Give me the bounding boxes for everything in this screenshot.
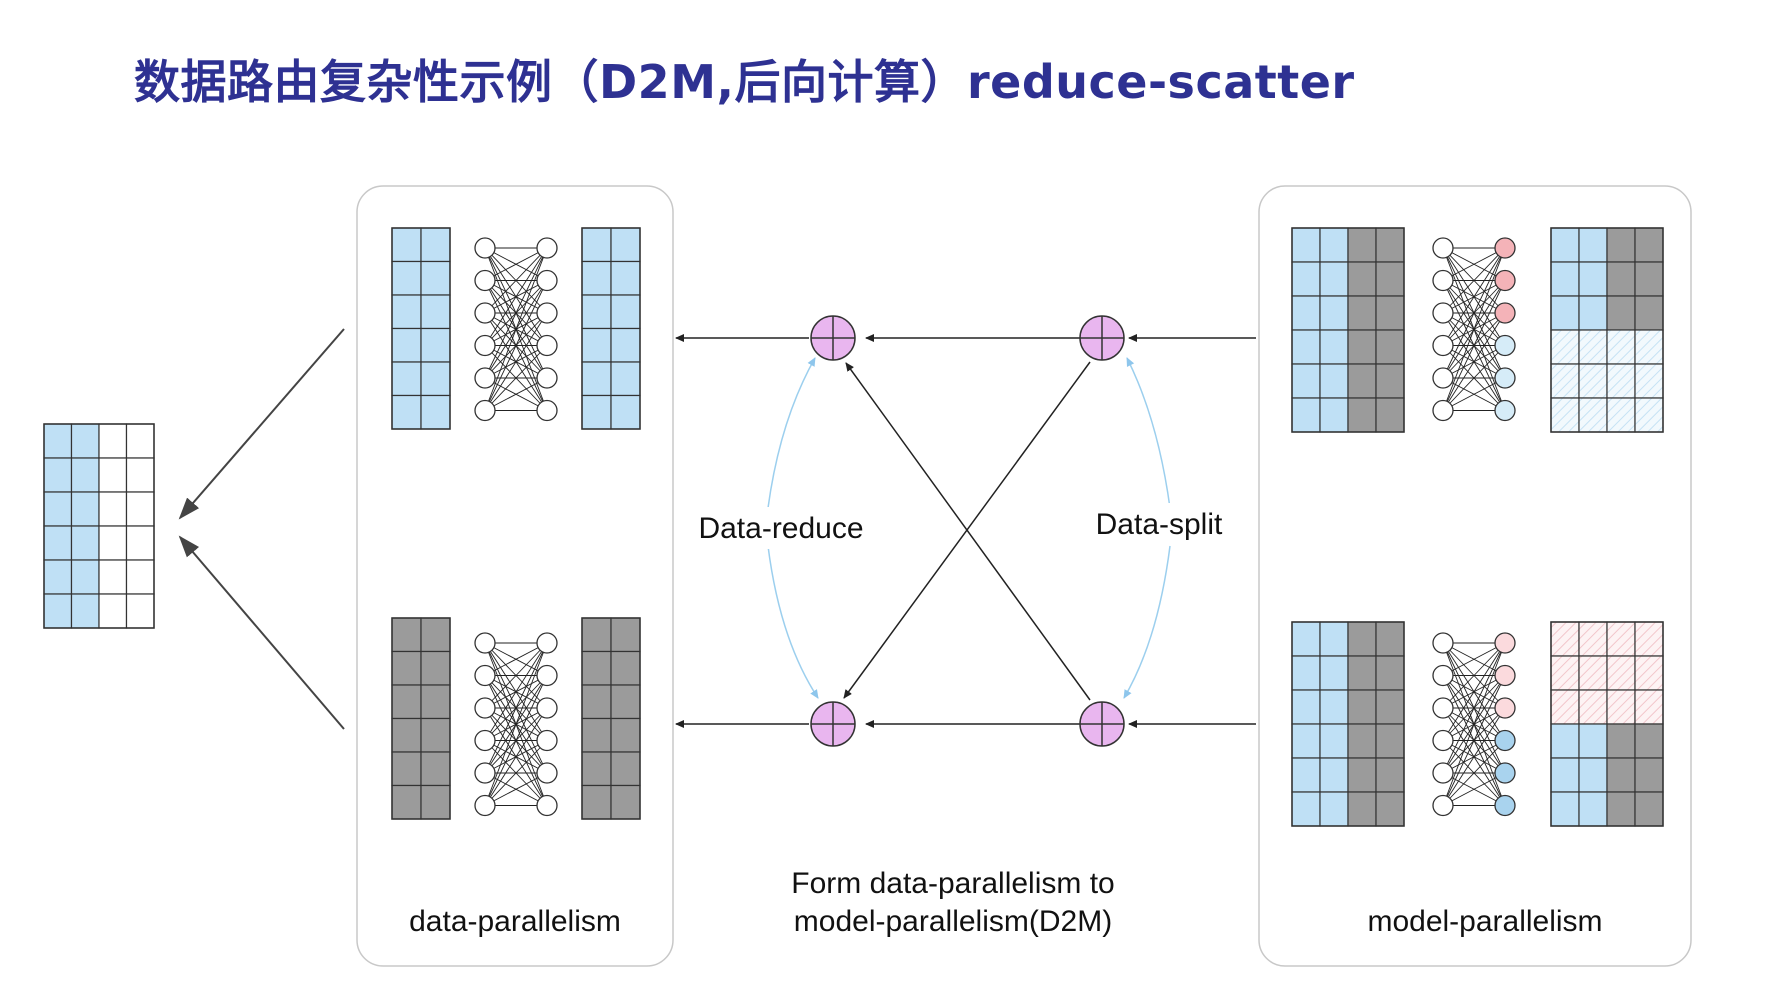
neuron-node <box>536 697 558 719</box>
data-reduce-curve-lower <box>767 545 819 699</box>
cross-arrow-to-bottom-adder <box>843 361 1091 699</box>
neuron-node <box>1432 334 1454 357</box>
neuron-node <box>474 632 496 654</box>
neuron-node <box>474 399 496 422</box>
neuron-node <box>1432 269 1454 292</box>
neuron-node <box>1432 632 1454 654</box>
neuron-node <box>536 632 558 654</box>
neuron-node <box>536 367 558 389</box>
neuron-node <box>1494 632 1516 654</box>
neuron-node <box>1432 729 1454 752</box>
neuron-node <box>536 794 558 817</box>
neuron-node <box>1432 367 1454 389</box>
neuron-node <box>474 664 496 687</box>
neuron-node <box>474 237 496 259</box>
neuron-node <box>1494 729 1516 752</box>
neuron-node <box>1494 664 1516 687</box>
neuron-node <box>1432 794 1454 817</box>
neuron-node <box>474 269 496 292</box>
dp-bottom-output-grid <box>581 617 641 820</box>
slide-title: 数据路由复杂性示例（D2M,后向计算）reduce-scatter <box>134 55 1355 109</box>
neuron-node <box>536 237 558 259</box>
mp-bottom-network <box>1432 632 1516 817</box>
mp-top-output-grid <box>1550 227 1664 433</box>
neuron-node <box>474 367 496 389</box>
neuron-node <box>1494 302 1516 324</box>
neuron-node <box>1494 399 1516 422</box>
adder-right-top <box>1079 315 1125 361</box>
merge-arrow-bottom <box>178 535 345 730</box>
adder-left-bottom <box>810 701 856 747</box>
neuron-node <box>1494 237 1516 259</box>
neuron-node <box>536 762 558 784</box>
neuron-node <box>474 302 496 324</box>
neuron-node <box>1432 399 1454 422</box>
neuron-node <box>474 794 496 817</box>
adder-left-top <box>810 315 856 361</box>
dp-bottom-network <box>474 632 558 817</box>
adder-right-bottom <box>1079 701 1125 747</box>
neuron-node <box>1432 697 1454 719</box>
data-split-curve-upper <box>1126 357 1171 509</box>
result-matrix <box>43 423 155 629</box>
neuron-node <box>1432 664 1454 687</box>
neuron-node <box>1494 269 1516 292</box>
data-split-label: Data-split <box>1096 508 1223 541</box>
model-parallelism-label: model-parallelism <box>1367 905 1602 938</box>
neuron-node <box>536 399 558 422</box>
mp-bottom-input-grid <box>1291 621 1405 827</box>
dp-top-network <box>474 237 558 422</box>
neuron-node <box>1494 762 1516 784</box>
neuron-node <box>474 762 496 784</box>
neuron-node <box>1494 794 1516 817</box>
data-reduce-label: Data-reduce <box>698 512 863 545</box>
neuron-node <box>474 729 496 752</box>
dp-top-output-grid <box>581 227 641 430</box>
neuron-node <box>474 697 496 719</box>
mp-bottom-output-grid <box>1550 621 1664 827</box>
data-parallelism-label: data-parallelism <box>409 905 621 938</box>
neuron-node <box>1432 762 1454 784</box>
neuron-node <box>536 302 558 324</box>
neuron-node <box>536 664 558 687</box>
merge-arrow-top <box>178 328 345 520</box>
neuron-node <box>536 269 558 292</box>
mp-top-network <box>1432 237 1516 422</box>
neuron-node <box>1494 334 1516 357</box>
dp-bottom-input-grid <box>391 617 451 820</box>
neuron-node <box>1432 302 1454 324</box>
neuron-node <box>1494 697 1516 719</box>
dp-top-input-grid <box>391 227 451 430</box>
caption-line-1: Form data-parallelism to <box>791 867 1114 900</box>
neuron-node <box>536 334 558 357</box>
neuron-node <box>536 729 558 752</box>
neuron-node <box>474 334 496 357</box>
caption-line-2: model-parallelism(D2M) <box>794 905 1112 938</box>
mp-top-input-grid <box>1291 227 1405 433</box>
data-split-curve-lower <box>1123 545 1171 699</box>
cross-arrow-to-top-adder <box>845 362 1091 701</box>
data-reduce-curve-upper <box>767 357 816 509</box>
neuron-node <box>1432 237 1454 259</box>
neuron-node <box>1494 367 1516 389</box>
